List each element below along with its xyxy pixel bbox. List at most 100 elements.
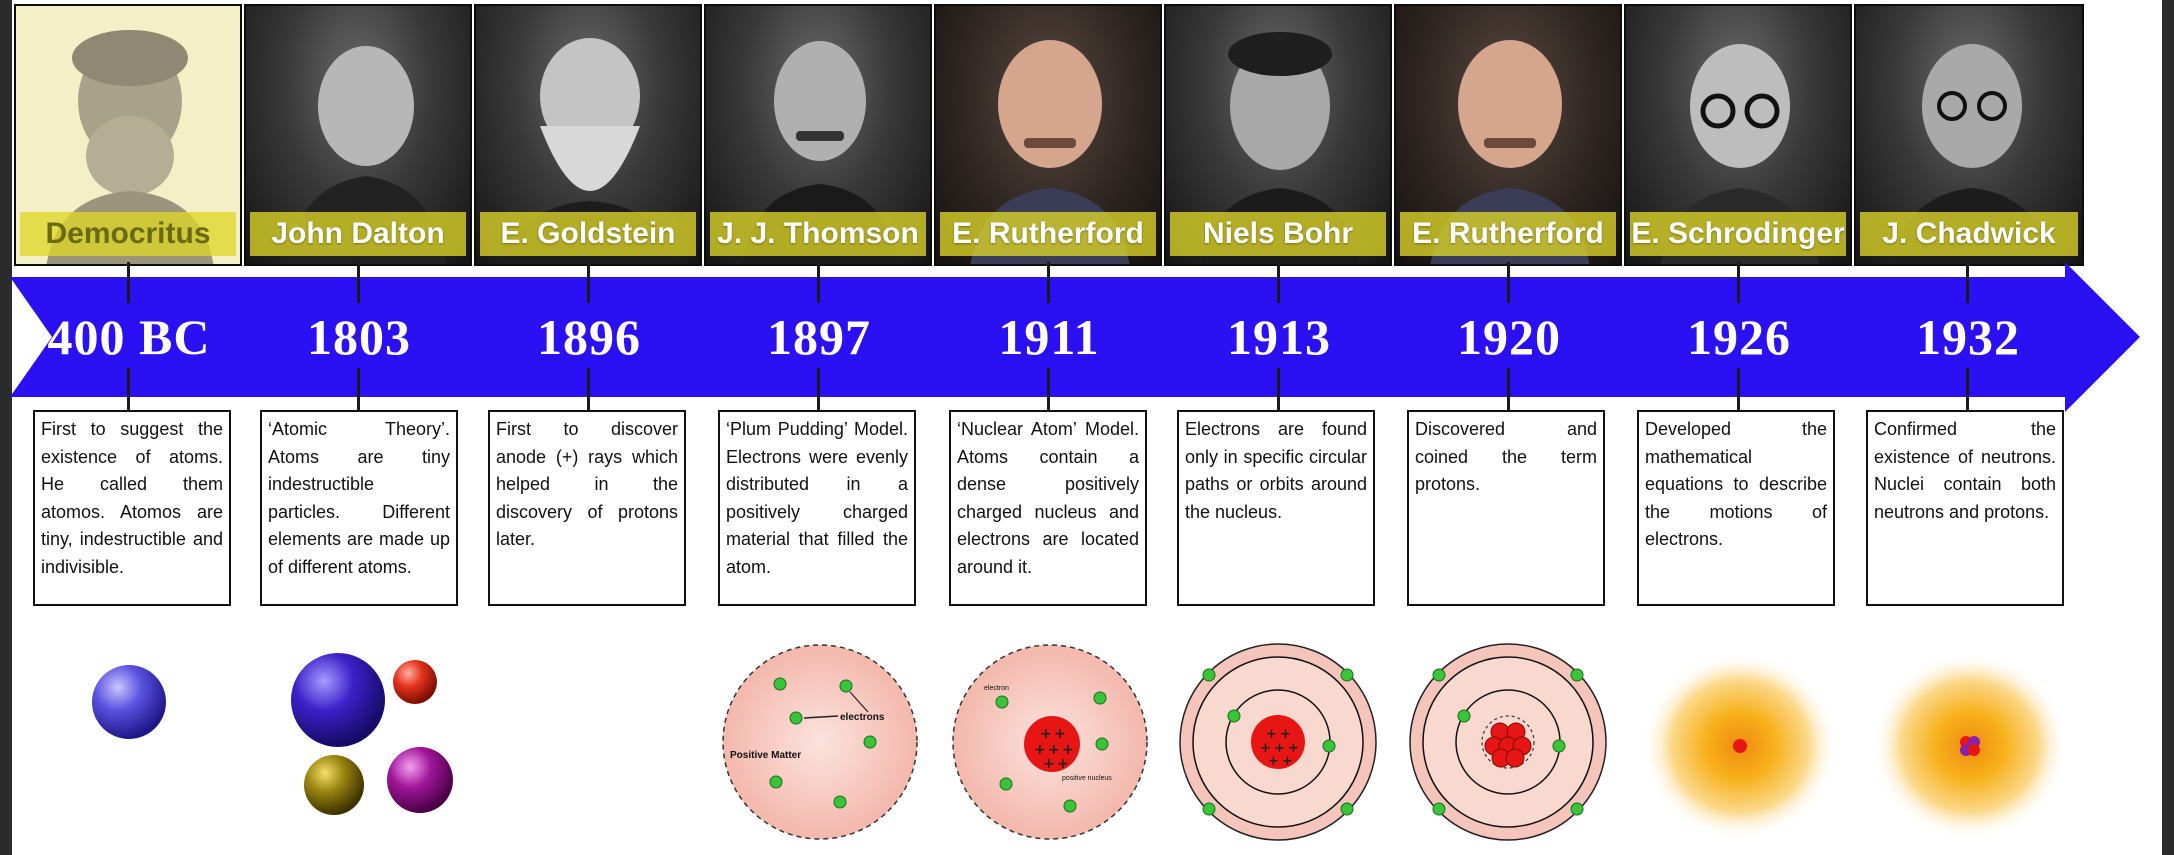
electron-label: electron — [984, 685, 1009, 692]
svg-text:+: + — [1288, 741, 1299, 756]
svg-text:+: + — [1040, 726, 1052, 742]
svg-text:+: + — [1043, 756, 1055, 772]
svg-text:+: + — [1054, 726, 1066, 742]
electron — [1063, 799, 1077, 813]
svg-text:+: + — [1062, 742, 1074, 758]
description-box: ‘Plum Pudding’ Model. Electrons were eve… — [718, 410, 916, 606]
description-box: First to suggest the existence of atoms.… — [33, 410, 231, 606]
electron — [999, 777, 1013, 791]
electron — [1570, 802, 1584, 816]
portrait-jj-thomson: J. J. Thomson — [704, 4, 932, 266]
tick-bottom-1913 — [1277, 368, 1280, 410]
proton-neutron-nucleus — [1960, 736, 1980, 756]
electron — [789, 711, 803, 725]
nucleus — [1733, 739, 1747, 753]
electron — [1202, 668, 1216, 682]
tick-top-1926 — [1737, 262, 1740, 303]
year-label: 400 BC — [47, 309, 211, 365]
electron — [1432, 802, 1446, 816]
svg-text:+: + — [1274, 741, 1285, 756]
electron — [1340, 802, 1354, 816]
nucleus — [1251, 715, 1305, 769]
svg-text:+: + — [1048, 742, 1060, 758]
electron — [1432, 668, 1446, 682]
plum-pudding-model: electrons Positive Matter — [722, 644, 918, 840]
description-box: Confirmed the existence of neutrons. Nuc… — [1866, 410, 2064, 606]
proton-nucleus-model — [1409, 643, 1607, 841]
electron — [769, 775, 783, 789]
tick-bottom-1803 — [357, 368, 360, 410]
scientist-name: J. Chadwick — [1860, 212, 2078, 256]
scientist-name: Democritus — [20, 212, 236, 256]
electrons-label: electrons — [840, 712, 885, 723]
svg-text:+: + — [1268, 754, 1279, 769]
description-box: ‘Atomic Theory’. Atoms are tiny indestru… — [260, 410, 458, 606]
portrait-democritus: Democritus — [14, 4, 242, 266]
tick-top-1803 — [357, 262, 360, 303]
year-label: 1911 — [998, 309, 1100, 365]
year-label: 1932 — [1916, 309, 2020, 365]
tick-bottom-1926 — [1737, 368, 1740, 410]
positive-nucleus — [1024, 716, 1080, 772]
portrait-john-dalton: John Dalton — [244, 4, 472, 266]
description-box: ‘Nuclear Atom’ Model. Atoms contain a de… — [949, 410, 1147, 606]
electron — [1202, 802, 1216, 816]
electron — [1552, 739, 1566, 753]
bohr-orbit-model: ++ +++ ++ — [1179, 643, 1377, 841]
scientist-name: E. Rutherford — [940, 212, 1156, 256]
scientist-name: Niels Bohr — [1170, 212, 1386, 256]
scientist-name: E. Goldstein — [480, 212, 696, 256]
electron — [1570, 668, 1584, 682]
tick-top-400bc — [127, 262, 130, 303]
electron — [839, 679, 853, 693]
portrait-j-chadwick: J. Chadwick — [1854, 4, 2084, 266]
svg-text:+: + — [1034, 742, 1046, 758]
scientist-name: John Dalton — [250, 212, 466, 256]
tick-top-1897 — [817, 262, 820, 303]
electron — [773, 677, 787, 691]
large-atom-sphere — [291, 653, 385, 747]
tick-top-1911 — [1047, 262, 1050, 303]
neutron-cloud-model — [1872, 652, 2068, 840]
electron — [863, 735, 877, 749]
electron — [1322, 739, 1336, 753]
small-atom-sphere — [393, 660, 437, 704]
outer-orbit — [1192, 656, 1364, 828]
tick-top-1896 — [587, 262, 590, 303]
description-box: Developed the mathematical equations to … — [1637, 410, 1835, 606]
description-box: Electrons are found only in specific cir… — [1177, 410, 1375, 606]
positive-nucleus-label: positive nucleus — [1062, 775, 1112, 782]
portrait-e-rutherford-1911: E. Rutherford — [934, 4, 1162, 266]
solid-sphere-model — [92, 665, 166, 739]
year-label: 1803 — [307, 309, 411, 365]
electron-cloud-model — [1642, 652, 1838, 840]
portrait-e-goldstein: E. Goldstein — [474, 4, 702, 266]
svg-text:+: + — [1057, 756, 1069, 772]
tick-bottom-1911 — [1047, 368, 1050, 410]
left-frame-border — [0, 0, 12, 855]
tick-top-1920 — [1507, 262, 1510, 303]
outer-orbit — [1422, 656, 1594, 828]
proton-cluster — [1484, 722, 1532, 768]
timeline-arrow — [10, 262, 2140, 412]
portrait-e-rutherford-1920: E. Rutherford — [1394, 4, 1622, 266]
atom-sphere — [92, 665, 166, 739]
dalton-spheres-model — [291, 653, 453, 815]
year-label: 1920 — [1457, 309, 1561, 365]
svg-text:+: + — [1266, 727, 1277, 742]
tick-bottom-1897 — [817, 368, 820, 410]
electron — [1093, 691, 1107, 705]
tick-top-1932 — [1966, 262, 1969, 303]
electron — [995, 695, 1009, 709]
description-box: Discovered and coined the term protons. — [1407, 410, 1605, 606]
portrait-e-schrodinger: E. Schrodinger — [1624, 4, 1852, 266]
year-label: 1896 — [537, 309, 641, 365]
scientist-name: J. J. Thomson — [710, 212, 926, 256]
tick-bottom-400bc — [127, 368, 130, 410]
tick-bottom-1896 — [587, 368, 590, 410]
svg-text:+: + — [1280, 727, 1291, 742]
electron — [1457, 709, 1471, 723]
tick-bottom-1920 — [1507, 368, 1510, 410]
tick-bottom-1932 — [1966, 368, 1969, 410]
year-label: 1926 — [1687, 309, 1791, 365]
